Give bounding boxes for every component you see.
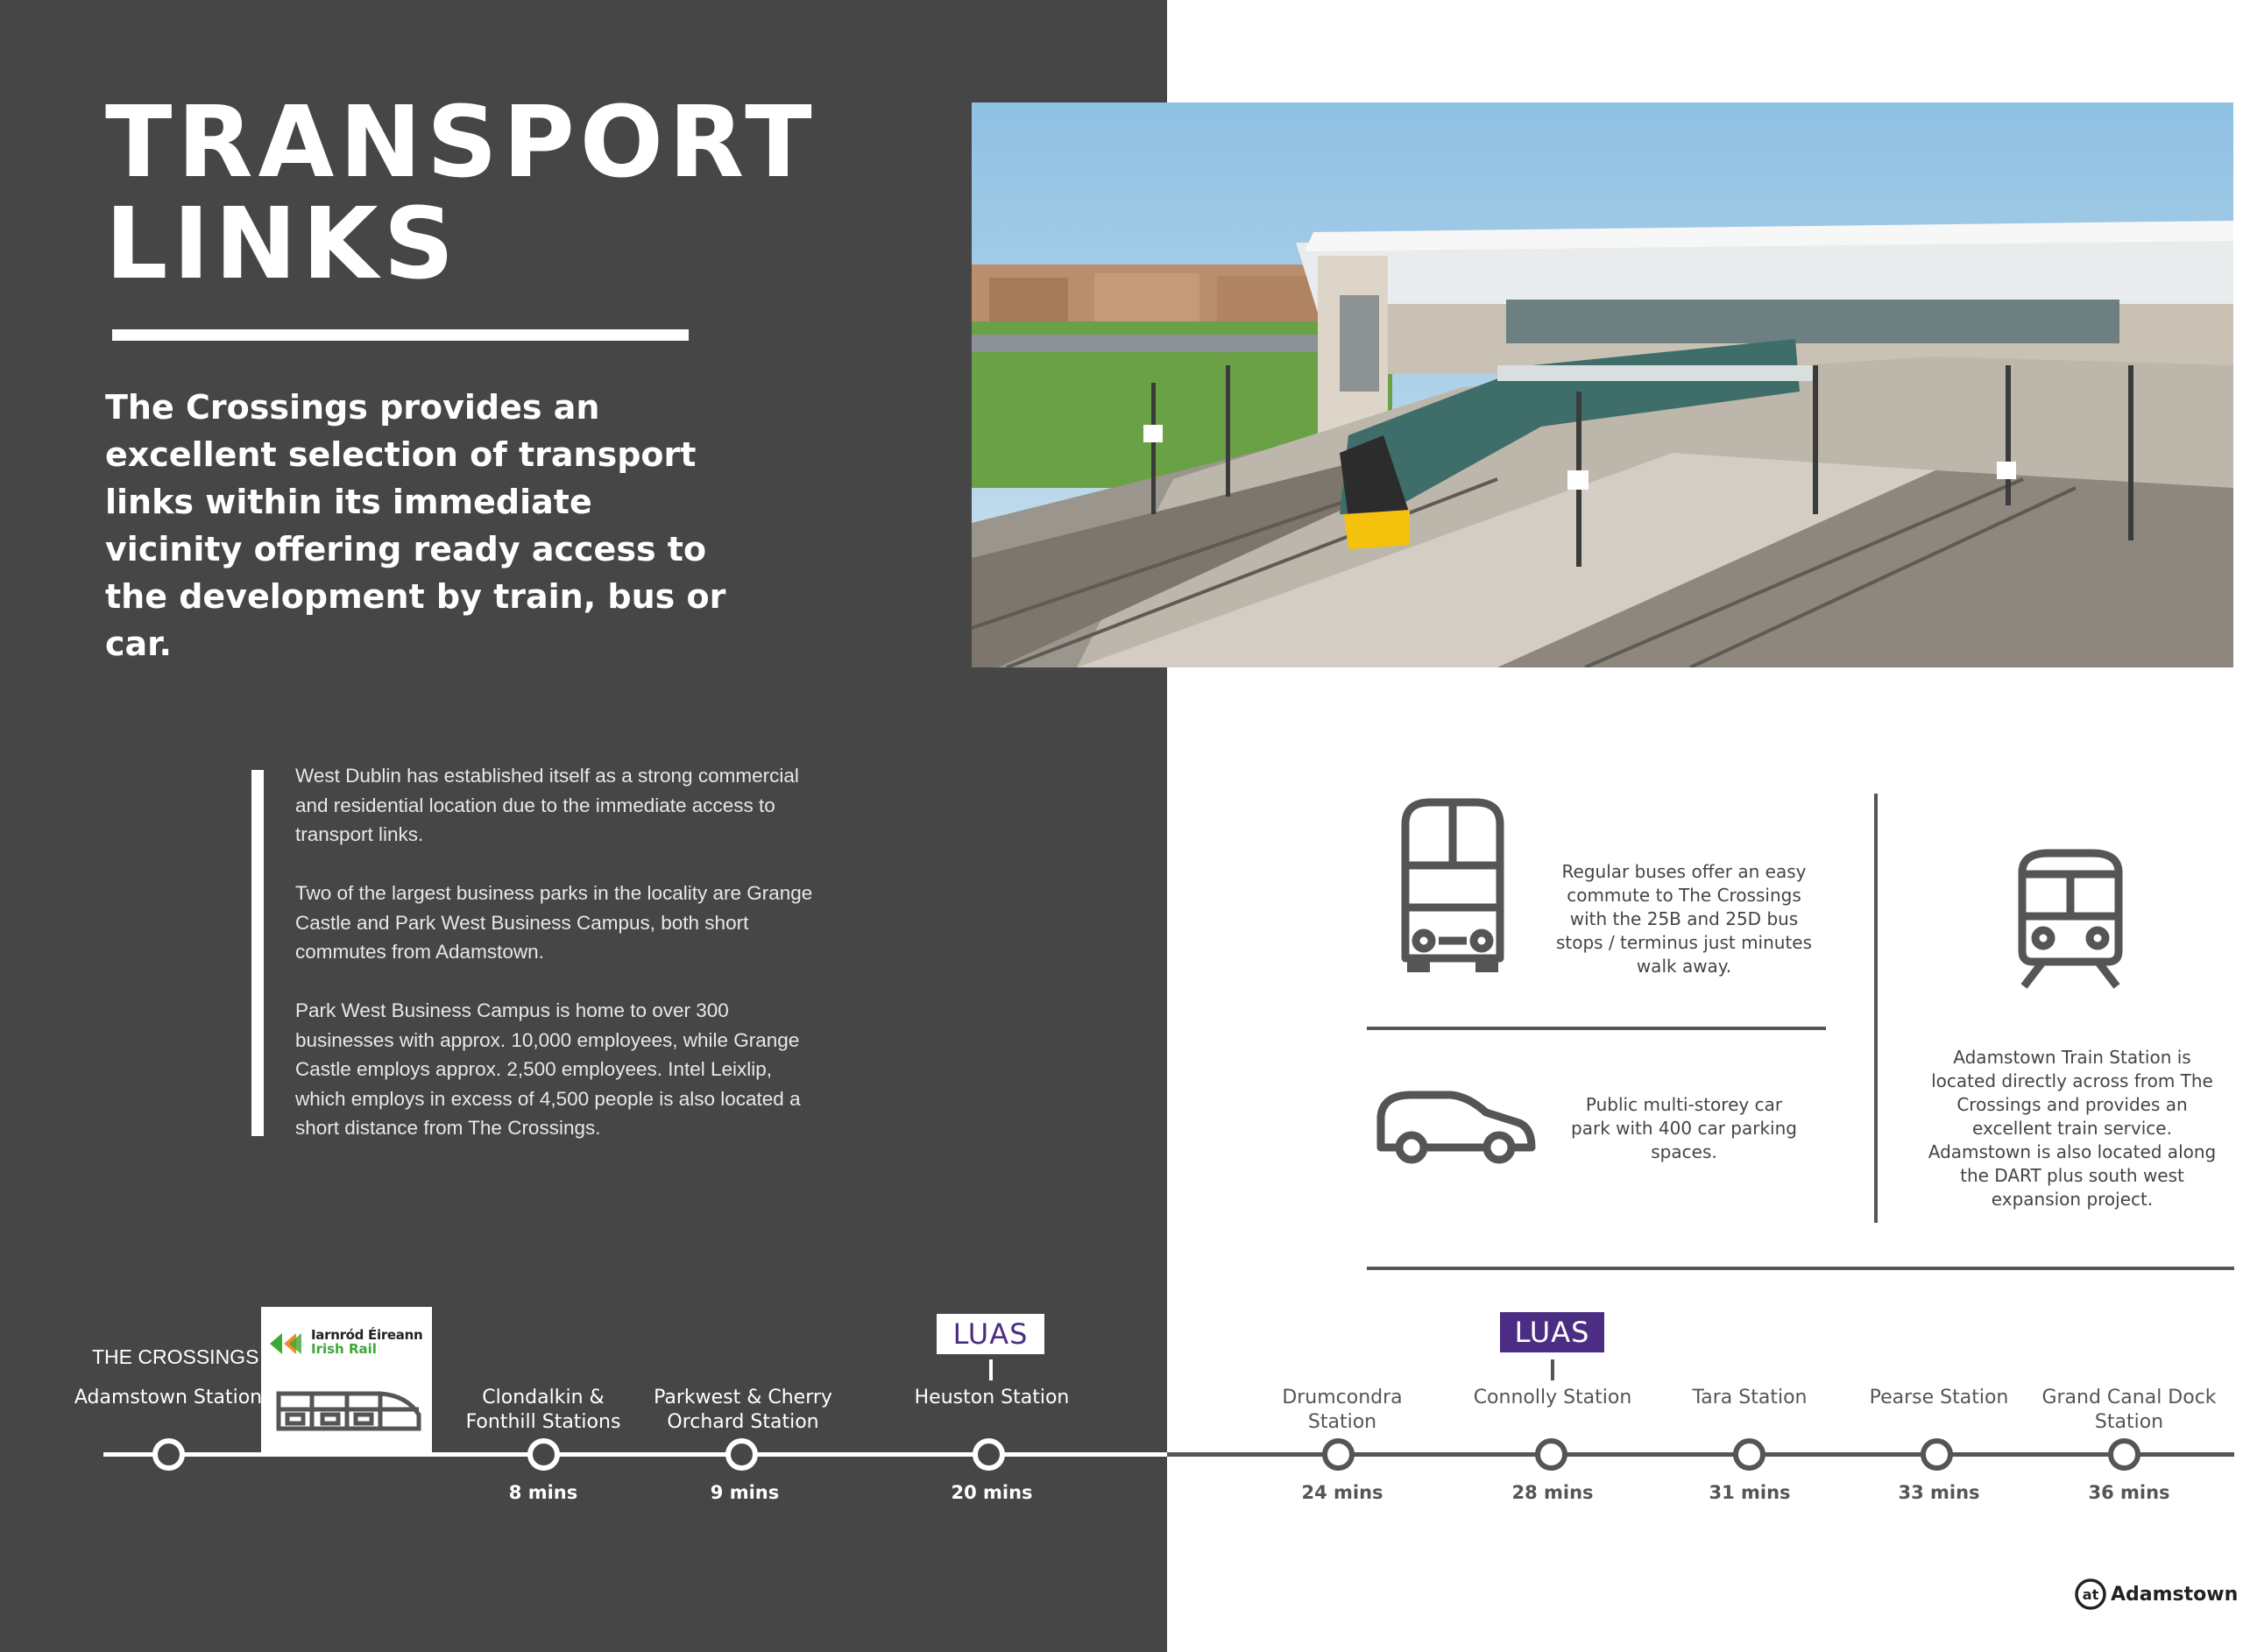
title-line-1: TRANSPORT	[105, 86, 817, 200]
train-info-text: Adamstown Train Station is located direc…	[1928, 1047, 2217, 1210]
body-text: West Dublin has established itself as a …	[295, 761, 821, 1172]
station-marker	[1732, 1438, 1765, 1471]
station-name: Connolly Station	[1473, 1387, 1632, 1408]
luas-badge: LUAS	[937, 1314, 1044, 1354]
body-paragraph: Two of the largest business parks in the…	[295, 882, 813, 963]
divider	[1367, 1267, 2234, 1270]
luas-connector	[989, 1359, 993, 1380]
divider-vertical	[1874, 794, 1878, 1223]
body-paragraph: West Dublin has established itself as a …	[295, 765, 799, 845]
station-marker	[2107, 1438, 2140, 1471]
operator-name: Iarnród Éireann	[311, 1327, 423, 1343]
bus-icon	[1401, 798, 1504, 972]
rail-line	[1167, 1452, 2234, 1457]
station-name: Grand Canal Dock Station	[2041, 1387, 2217, 1433]
station-name: Parkwest & Cherry Orchard Station	[654, 1387, 832, 1433]
travel-time: 36 mins	[2088, 1482, 2170, 1503]
station-marker	[527, 1438, 560, 1471]
luas-badge: LUAS	[1500, 1312, 1604, 1352]
station-name: Tara Station	[1692, 1387, 1808, 1408]
station-photo	[972, 102, 2233, 667]
station-marker	[972, 1438, 1005, 1471]
travel-time: 8 mins	[508, 1482, 578, 1503]
station-marker	[1534, 1438, 1567, 1471]
intro-text: The Crossings provides an excellent sele…	[105, 388, 726, 663]
train-icon	[2018, 849, 2123, 989]
luas-connector	[1551, 1359, 1554, 1380]
station-marker	[1321, 1438, 1355, 1471]
station-marker	[725, 1438, 758, 1471]
page-title: TRANSPORT LINKS	[105, 92, 817, 295]
station-name: Adamstown Station	[74, 1387, 263, 1408]
station-marker	[152, 1438, 185, 1471]
rail-line	[103, 1452, 1167, 1457]
station-name: Pearse Station	[1869, 1387, 2009, 1408]
title-line-2: LINKS	[105, 187, 460, 301]
car-info-text: Public multi-storey car park with 400 ca…	[1571, 1094, 1797, 1162]
title-underline	[112, 329, 689, 341]
station-name: Clondalkin & Fonthill Stations	[465, 1387, 621, 1433]
brand-name: Adamstown	[2111, 1583, 2239, 1606]
travel-time: 24 mins	[1301, 1482, 1383, 1503]
brand-mark-text: at	[2083, 1586, 2099, 1603]
origin-label: THE CROSSINGS	[92, 1345, 259, 1368]
operator-sub: Irish Rail	[311, 1341, 377, 1357]
train-diagram-icon	[276, 1391, 421, 1431]
bus-info-text: Regular buses offer an easy commute to T…	[1555, 861, 1813, 977]
car-icon	[1376, 1091, 1536, 1164]
station-name: Drumcondra Station	[1282, 1387, 1403, 1433]
irish-rail-logo-icon	[270, 1333, 301, 1354]
brand-logo: at Adamstown	[2074, 1578, 2238, 1611]
body-paragraph: Park West Business Campus is home to ove…	[295, 999, 801, 1139]
travel-time: 20 mins	[951, 1482, 1033, 1503]
travel-time: 31 mins	[1709, 1482, 1791, 1503]
brand-mark-icon: at	[2075, 1578, 2106, 1610]
travel-time: 28 mins	[1511, 1482, 1594, 1503]
divider	[1367, 1027, 1826, 1030]
paragraph-bar	[251, 770, 264, 1136]
irish-rail-logo: Iarnród Éireann Irish Rail	[261, 1307, 432, 1453]
station-marker	[1920, 1438, 1953, 1471]
station-name: Heuston Station	[914, 1387, 1070, 1408]
travel-time: 9 mins	[710, 1482, 780, 1503]
travel-time: 33 mins	[1898, 1482, 1980, 1503]
